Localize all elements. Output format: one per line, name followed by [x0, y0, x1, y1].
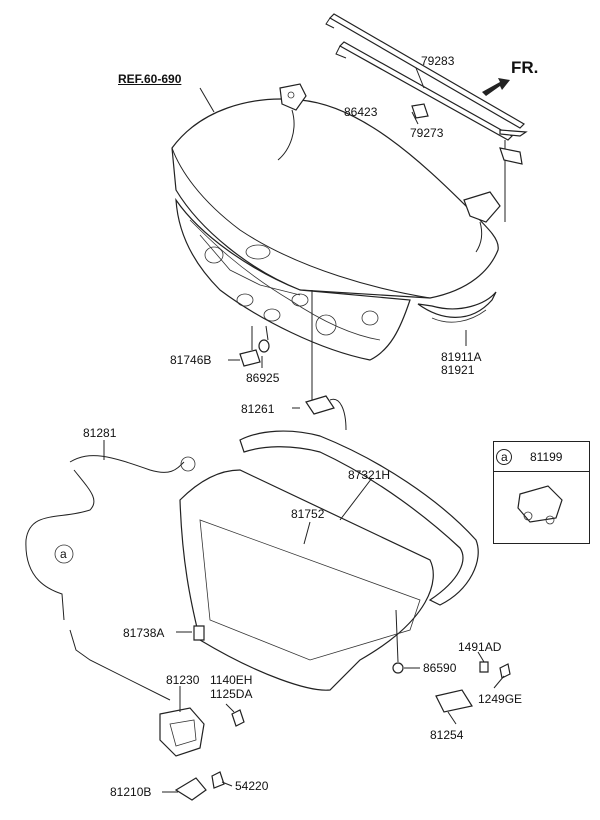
stopper-81911a: [417, 291, 497, 318]
trunk-trim-panel: [179, 430, 479, 691]
part-label-81738a[interactable]: 81738A: [123, 626, 165, 640]
part-label-81911a[interactable]: 81911A: [441, 350, 482, 364]
part-label-81230[interactable]: 81230: [166, 673, 200, 687]
switch-81261: [305, 290, 347, 431]
legend-symbol: a: [501, 450, 508, 464]
legend-part-label-81199[interactable]: 81199: [530, 450, 563, 464]
bolt-54220: [211, 771, 225, 789]
clip-86423: [411, 103, 429, 119]
latch-81230: [159, 707, 205, 757]
callout-a-symbol: a: [60, 547, 67, 561]
legend-divider: [494, 471, 589, 472]
part-label-1491ad[interactable]: 1491AD: [458, 640, 502, 654]
hinge-right: [463, 191, 501, 253]
plug-86925: [258, 339, 270, 353]
part-label-81752[interactable]: 81752: [291, 507, 325, 521]
part-label-79283[interactable]: 79283: [421, 54, 455, 68]
bumper-81738a: [193, 625, 205, 641]
part-label-81254[interactable]: 81254: [430, 728, 464, 742]
reference-label[interactable]: REF.60-690: [118, 72, 182, 86]
part-label-1125da[interactable]: 1125DA: [210, 687, 253, 701]
clip-81746b: [239, 349, 261, 367]
screw-1249ge: [499, 663, 511, 679]
release-cable-81281: [25, 455, 196, 701]
part-label-79273[interactable]: 79273: [410, 126, 444, 140]
leader-lines: [103, 67, 505, 793]
bracket-81254: [435, 689, 473, 713]
part-label-54220[interactable]: 54220: [235, 779, 269, 793]
hinge-left: [277, 83, 307, 161]
front-arrow-icon: [482, 78, 510, 96]
part-label-86423[interactable]: 86423: [344, 105, 378, 119]
part-label-86590[interactable]: 86590: [423, 661, 457, 675]
striker-81210b: [174, 777, 207, 801]
bolt-1140eh: [231, 709, 245, 727]
part-label-87321h[interactable]: 87321H: [348, 468, 391, 482]
part-label-81746b[interactable]: 81746B: [170, 353, 212, 367]
legend-symbol-circle: [496, 449, 512, 465]
part-label-81921[interactable]: 81921: [441, 363, 475, 377]
part-label-1249ge[interactable]: 1249GE: [478, 692, 523, 706]
clip-1491ad: [479, 661, 489, 673]
front-direction-label: FR.: [511, 58, 539, 77]
legend-part-icon: [517, 485, 563, 525]
part-label-81261[interactable]: 81261: [241, 402, 275, 416]
part-label-86925[interactable]: 86925: [246, 371, 280, 385]
legend-box: [493, 441, 590, 544]
torsion-bar-79283: [325, 13, 528, 222]
part-label-81210b[interactable]: 81210B: [110, 785, 152, 799]
plug-86590: [392, 662, 404, 674]
part-label-1140eh[interactable]: 1140EH: [210, 673, 253, 687]
part-label-81281[interactable]: 81281: [83, 426, 117, 440]
trunk-lid: [171, 98, 499, 361]
